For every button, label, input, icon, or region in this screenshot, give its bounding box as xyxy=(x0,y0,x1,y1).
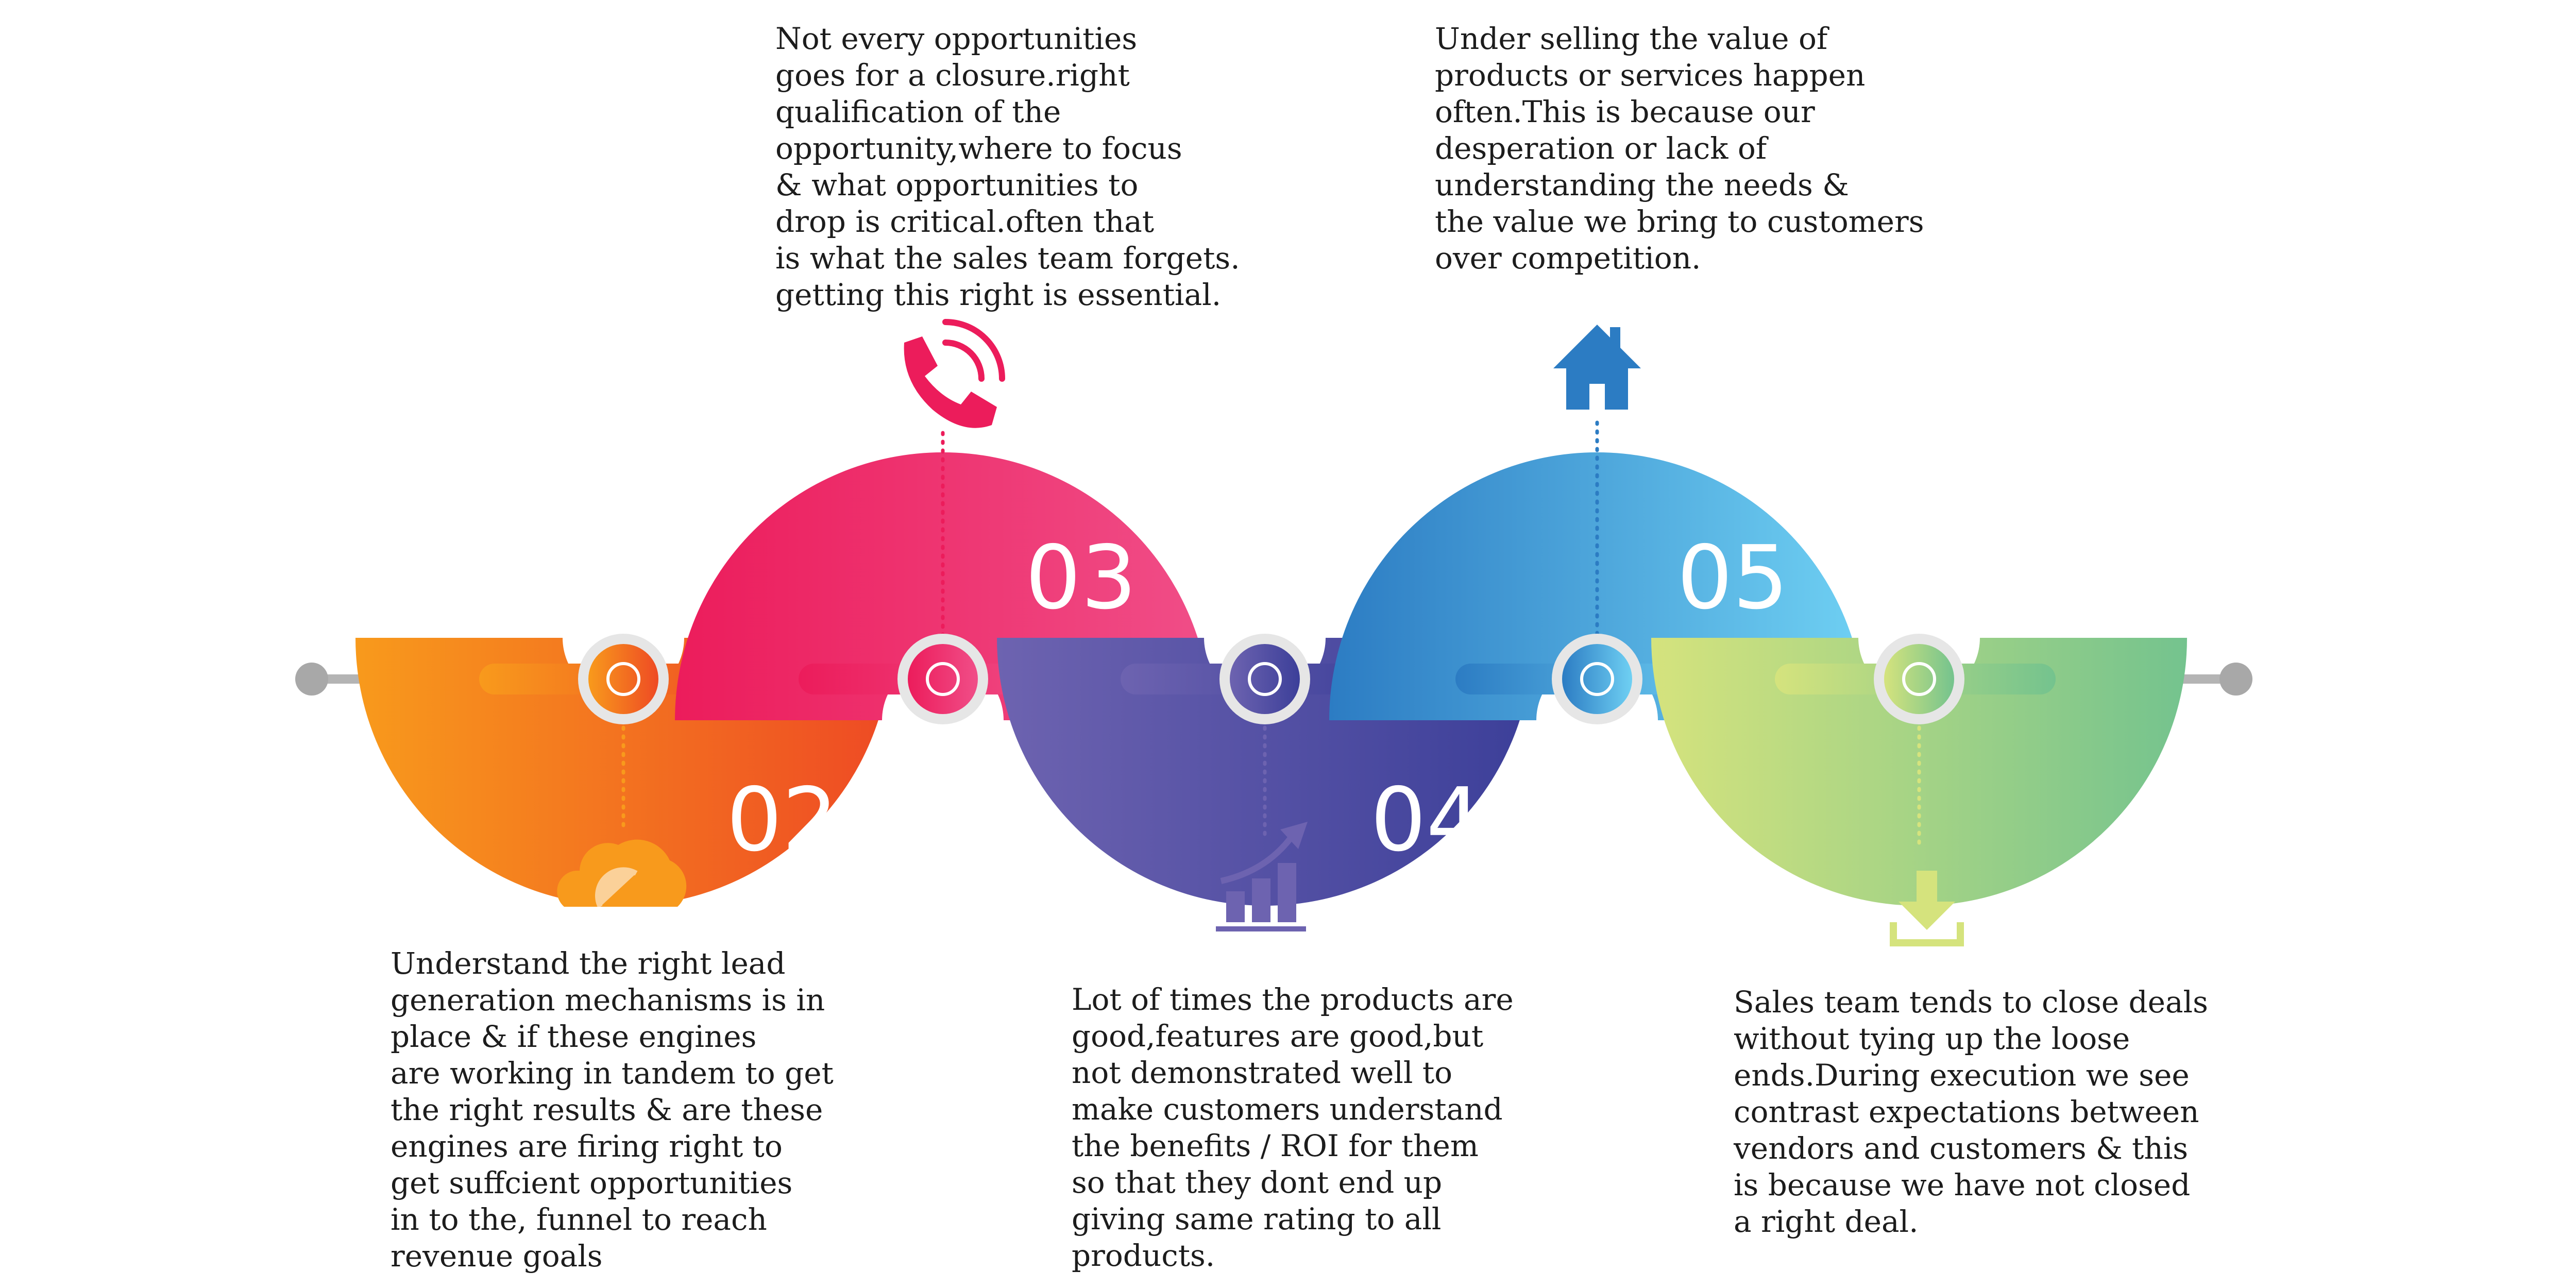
stage-2-node-ring xyxy=(926,662,960,696)
stage-3-title: DEMONSTRATIONS &PROOF xyxy=(1133,459,1482,530)
stage-1-node xyxy=(588,644,658,714)
stage-3-number: 03 xyxy=(1025,527,1137,629)
stage-5-title: CLOSURE xyxy=(1791,464,1948,499)
timeline-end-dot xyxy=(2219,663,2252,696)
stage-1-number: 01 xyxy=(412,524,523,626)
stage-5-node xyxy=(1884,644,1954,714)
stage-4-node-ring xyxy=(1580,662,1614,696)
stage-3-node xyxy=(1230,644,1300,714)
timeline-start-dot xyxy=(295,663,328,696)
stage-2-number: 02 xyxy=(726,769,838,871)
stage-4-number: 04 xyxy=(1370,769,1482,871)
home-icon xyxy=(1553,325,1641,410)
stage-5-number: 05 xyxy=(1677,527,1788,629)
growth-chart-icon xyxy=(1216,822,1308,931)
phone-icon xyxy=(904,319,1005,428)
cloud-icon xyxy=(557,839,687,908)
stage-5-node-ring xyxy=(1902,662,1936,696)
download-icon xyxy=(1890,871,1964,946)
stage-1-node-ring xyxy=(606,662,640,696)
stage-1: 01 LEAD GENERATION Understand the right le… xyxy=(352,464,891,1274)
stage-1-title: LEAD GENERATION xyxy=(352,464,668,499)
stage-3-node-ring xyxy=(1248,662,1282,696)
stage-2-node xyxy=(908,644,978,714)
stage-4-node xyxy=(1562,644,1632,714)
